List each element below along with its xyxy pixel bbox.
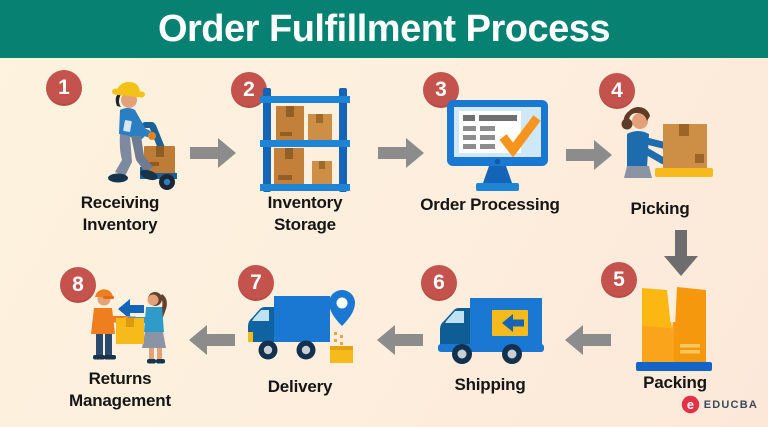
header-band: Order Fulfillment Process (0, 0, 768, 58)
step-number-badge: 5 (601, 262, 637, 298)
step-label: Receiving Inventory (80, 193, 160, 234)
step-receiving-inventory: 1 Receiving Inventory (38, 66, 202, 244)
flow-arrow-right-icon (566, 140, 612, 170)
step-number-badge: 8 (60, 267, 96, 303)
flow-arrow-right-icon (190, 138, 236, 168)
educba-logo: e EDUCBA (681, 395, 758, 414)
svg-text:e: e (687, 397, 694, 412)
step-order-processing: 3 Order Processing (416, 66, 564, 244)
step-number-badge: 1 (46, 70, 82, 106)
educba-wordmark: EDUCBA (703, 398, 758, 411)
delivery-truck-location-icon (248, 290, 355, 363)
step-returns-management: 8 Returns Manageme (36, 262, 204, 422)
step-delivery: 7 Delivery (234, 260, 360, 416)
open-carton-icon (636, 287, 712, 371)
flow-arrow-left-icon (565, 325, 611, 355)
step-label: Returns Management (69, 369, 171, 410)
flow-arrow-left-icon (189, 325, 235, 355)
computer-checklist-icon (447, 100, 548, 191)
step-label: Inventory Storage (267, 193, 343, 234)
storage-rack-icon (260, 88, 350, 192)
step-packing: 5 Packing (598, 258, 722, 418)
flow-arrow-down-icon (664, 230, 698, 276)
step-label: Picking (630, 199, 690, 218)
step-label: Shipping (454, 375, 526, 394)
shipping-truck-icon (438, 298, 544, 364)
step-shipping: 6 Shipping (418, 260, 550, 410)
step-label: Delivery (267, 377, 333, 396)
step-label: Packing (643, 373, 707, 392)
person-picking-box-icon (621, 107, 713, 178)
box-handover-icon (91, 289, 167, 364)
flow-arrow-right-icon (378, 138, 424, 168)
step-number-badge: 7 (238, 265, 274, 301)
educba-logo-icon: e (681, 395, 699, 414)
page-title: Order Fulfillment Process (157, 7, 611, 50)
worker-hand-truck-icon (108, 82, 177, 190)
step-inventory-storage: 2 Inventory Storage (228, 66, 382, 244)
flow-arrow-left-icon (377, 325, 423, 355)
step-label: Order Processing (420, 195, 560, 214)
step-number-badge: 6 (421, 265, 457, 301)
step-number-badge: 4 (599, 73, 635, 109)
step-picking: 4 Picking (596, 66, 720, 226)
